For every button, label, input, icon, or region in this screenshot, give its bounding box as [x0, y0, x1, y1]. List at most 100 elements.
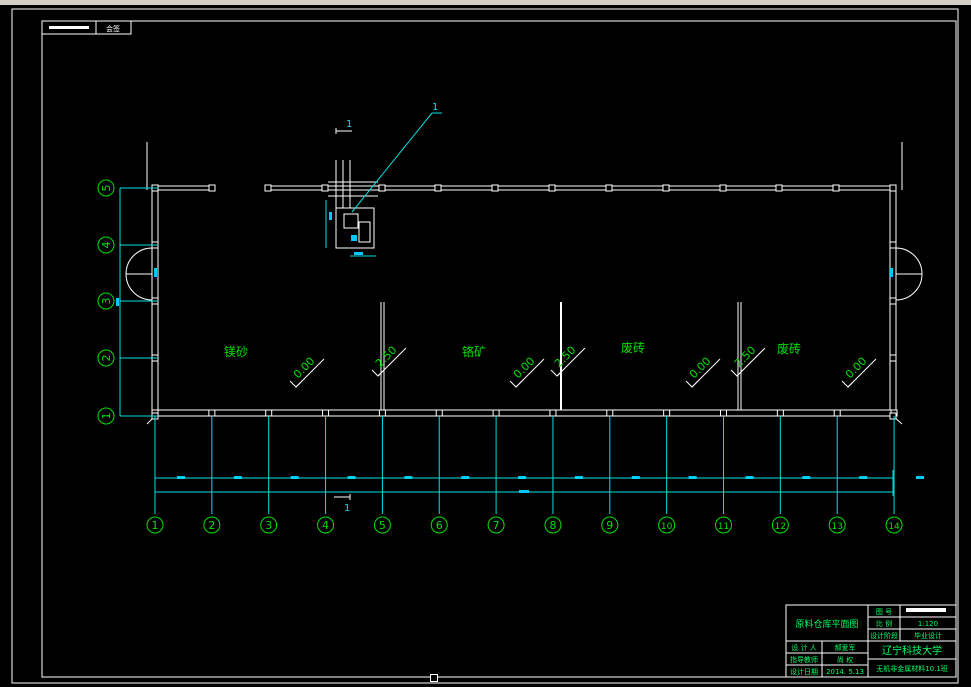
- dimension-tick: [116, 298, 119, 306]
- level-value: 0.00: [291, 355, 318, 382]
- axis-bubble: [430, 516, 448, 534]
- sig-name: 尚 权: [837, 655, 853, 664]
- column-axis-label: 1: [152, 519, 159, 532]
- level-mark: 0.00: [289, 355, 325, 388]
- corner-tag-label: 会签: [106, 24, 120, 33]
- class-info: 无机非金属材料10.1班: [876, 664, 948, 673]
- axis-bubble: [97, 236, 115, 254]
- column-marker: [434, 184, 442, 192]
- drawing-title: 原料仓库平面图: [795, 618, 858, 630]
- row-axis-label: 5: [100, 185, 113, 192]
- column-marker: [889, 297, 897, 305]
- bottom-dimension-label: 1: [344, 503, 350, 514]
- column-marker: [775, 184, 783, 192]
- tb-label-drawing-no: 图 号: [876, 608, 892, 616]
- sig-role: 设 计 人: [791, 643, 816, 652]
- zone-name-2: 铬矿: [462, 344, 486, 359]
- tb-label-scale: 比 例: [876, 619, 892, 628]
- column-marker: [548, 184, 556, 192]
- column-axis-label: 11: [718, 522, 729, 532]
- column-marker: [378, 184, 386, 192]
- column-axis-label: 12: [775, 522, 786, 532]
- tb-label-stage: 设计阶段: [870, 631, 898, 640]
- level-value: 2.50: [373, 344, 400, 371]
- column-marker: [208, 409, 216, 417]
- leader-line: 1: [351, 102, 442, 213]
- column-marker: [663, 409, 671, 417]
- column-marker: [322, 409, 330, 417]
- school-name: 辽宁科技大学: [882, 644, 942, 657]
- level-mark: 0.00: [685, 355, 721, 388]
- axis-bubble: [885, 516, 903, 534]
- level-mark: 2.50: [730, 344, 766, 377]
- row-axis-label: 3: [100, 298, 113, 305]
- column-marker: [720, 409, 727, 417]
- title-block-text: 原料仓库平面图 图 号 比 例 1:120 设计阶段 毕业设计 辽宁科技大学 无…: [790, 608, 948, 676]
- sheet-outer-frame: [11, 8, 959, 684]
- sig-role: 指导教师: [790, 655, 818, 664]
- dimension-tick: [519, 490, 529, 493]
- sig-name: 郝爱军: [835, 643, 856, 652]
- door-right: [890, 247, 923, 301]
- column-marker: [605, 184, 613, 192]
- zone-name-1: 镁砂: [224, 345, 248, 359]
- corner-tag: 会签: [41, 20, 132, 35]
- axis-bubble: [601, 516, 619, 534]
- column-marker: [264, 184, 272, 192]
- tb-value-stage: 毕业设计: [914, 631, 942, 640]
- column-axis-label: 7: [493, 519, 500, 532]
- section-mark-top-label: 1: [346, 119, 352, 130]
- column-axis-label: 6: [436, 519, 443, 532]
- column-marker: [606, 409, 614, 417]
- axis-bubble: [97, 292, 115, 310]
- zone-name-3: 废砖: [621, 340, 645, 355]
- column-axis-label: 9: [606, 519, 613, 532]
- level-value: 0.00: [843, 355, 870, 382]
- column-marker: [265, 409, 273, 417]
- column-marker: [321, 184, 329, 192]
- zone-labels: 镁砂 铬矿 废砖 废砖 0.00 2.50 0.00 2.50 0.00: [224, 340, 877, 388]
- title-block: [785, 604, 957, 678]
- office-block: [325, 160, 378, 257]
- column-marker: [492, 409, 500, 417]
- axis-bubble: [97, 179, 115, 197]
- column-marker: [889, 184, 897, 192]
- column-marker: [719, 184, 727, 192]
- column-axis-label: 13: [831, 522, 842, 532]
- axis-bubble: [97, 407, 115, 425]
- axis-bubble: [544, 516, 562, 534]
- zone-name-4: 废砖: [777, 341, 801, 356]
- level-value: 2.50: [552, 344, 579, 371]
- dimension-lines: [116, 188, 925, 496]
- row-axis-label: 4: [100, 242, 113, 249]
- sheet-inner-frame: [41, 20, 957, 678]
- section-mark-bottom: [334, 494, 351, 500]
- tb-value-scale: 1:120: [918, 620, 938, 628]
- viewport-grip-handle[interactable]: [430, 674, 438, 682]
- axis-bubble: [373, 516, 391, 534]
- axis-bubble: [97, 349, 115, 367]
- window-top-strip: [0, 0, 971, 5]
- column-axis-label: 14: [888, 522, 900, 532]
- level-value: 2.50: [732, 344, 759, 371]
- axis-bubble: [317, 516, 335, 534]
- column-marker: [889, 412, 897, 420]
- column-axis-label: 10: [661, 522, 673, 532]
- sig-name: 2014. 5.13: [826, 668, 864, 676]
- level-mark: 2.50: [550, 344, 586, 377]
- section-mark-top: 1: [335, 119, 352, 134]
- axis-bubble: [828, 516, 846, 534]
- column-marker: [662, 184, 670, 192]
- column-marker: [549, 409, 557, 417]
- axis-bubble: [487, 516, 505, 534]
- row-axis-label: 1: [100, 413, 113, 420]
- axis-bubble: [771, 516, 789, 534]
- column-axis-label: 2: [208, 519, 215, 532]
- level-mark: 0.00: [509, 355, 545, 388]
- dimension-tick: [916, 476, 925, 479]
- column-marker: [889, 241, 897, 249]
- column-marker: [435, 409, 443, 417]
- column-marker: [491, 184, 499, 192]
- column-marker: [889, 354, 897, 362]
